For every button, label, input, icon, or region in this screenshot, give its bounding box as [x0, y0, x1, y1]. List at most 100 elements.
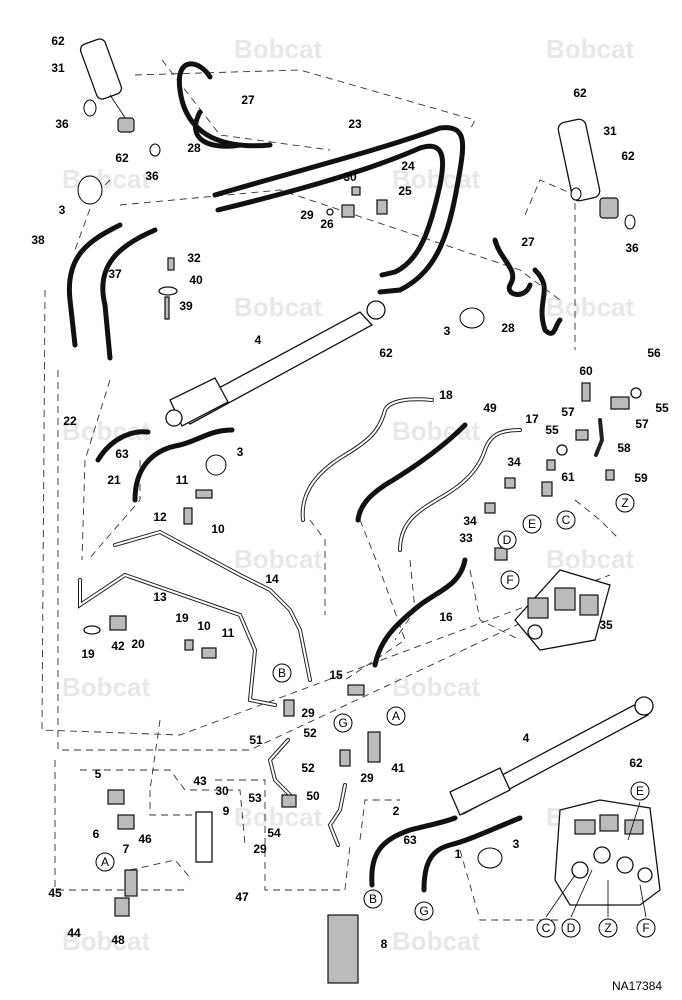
tube-58: [594, 418, 605, 457]
part-callout: 2: [393, 804, 400, 818]
port-marker-label: B: [278, 666, 286, 680]
fitting-6: [117, 814, 135, 830]
part-callout: 57: [635, 417, 649, 431]
fitting-30: [351, 186, 361, 196]
fitting-59: [605, 469, 615, 481]
control-valve-35: [514, 569, 611, 651]
fitting-33: [494, 547, 508, 561]
fitting-60: [581, 382, 591, 402]
part-callout: 55: [545, 423, 559, 437]
part-callout: 36: [625, 241, 639, 255]
tee-15: [347, 684, 365, 696]
part-callout: 28: [187, 141, 201, 155]
port-marker-circle: [95, 852, 115, 872]
part-callout: 33: [459, 531, 473, 545]
washer-55: [556, 444, 568, 456]
part-callout: 4: [255, 333, 262, 347]
part-callout: 30: [343, 170, 357, 184]
port-marker: B: [363, 889, 383, 909]
fitting-61: [546, 459, 556, 471]
part-callout: 53: [248, 791, 262, 805]
port-marker-label: E: [636, 784, 644, 798]
o-ring-36: [83, 99, 97, 117]
part-callout: 20: [131, 637, 145, 651]
part-callout: 46: [138, 832, 152, 846]
port-marker: Z: [615, 493, 635, 513]
port-marker-circle: [272, 663, 292, 683]
hose-27-upper: [176, 61, 273, 149]
part-callout: 56: [647, 346, 661, 360]
fittings: [77, 99, 642, 984]
part-callout: 61: [561, 470, 575, 484]
o-ring-29: [326, 208, 334, 216]
part-callout: 1: [455, 847, 462, 861]
port-marker-label: Z: [621, 496, 628, 510]
hose-37: [66, 222, 123, 348]
part-callout: 11: [222, 626, 235, 640]
part-callout: 27: [521, 235, 535, 249]
lift-cylinder-31-right: [557, 118, 619, 219]
port-marker: D: [561, 918, 581, 938]
port-marker-circle: [363, 889, 383, 909]
port-marker-circle: [561, 918, 581, 938]
part-callout: 11: [176, 473, 189, 487]
part-callout: 57: [561, 405, 575, 419]
part-callout: 51: [249, 733, 263, 747]
tilt-cylinder-4-lower: [449, 696, 654, 816]
part-callout: 19: [175, 611, 189, 625]
o-ring-36: [570, 187, 582, 201]
fitting-10: [184, 639, 194, 651]
part-callout: 28: [501, 321, 515, 335]
hose-23: [212, 125, 466, 295]
port-marker-circle: [615, 493, 635, 513]
port-marker-circle: [497, 530, 517, 550]
o-ring-36: [149, 143, 161, 157]
part-callout: 62: [573, 86, 587, 100]
part-callout: 10: [197, 619, 211, 633]
port-marker: E: [630, 781, 650, 801]
o-ring-36: [624, 214, 636, 230]
cylinders: [79, 38, 654, 816]
part-callout: 15: [329, 668, 343, 682]
port-marker-label: G: [419, 904, 428, 918]
fitting-34: [484, 502, 496, 514]
watermark: Bobcat: [392, 926, 480, 956]
watermark: Bobcat: [392, 416, 480, 446]
part-callout: 63: [403, 833, 417, 847]
bracket-9: [195, 811, 213, 863]
hose-clamp-3: [459, 307, 485, 329]
part-callout: 36: [55, 117, 69, 131]
fitting-29: [283, 699, 295, 717]
part-callout: 49: [483, 401, 497, 415]
fitting-34: [504, 477, 516, 489]
part-callout: 52: [303, 726, 317, 740]
tee-11: [195, 489, 213, 499]
washer-55: [630, 387, 642, 399]
port-marker-circle: [556, 510, 576, 530]
steel-tubes: [78, 397, 605, 847]
part-callout: 23: [348, 117, 362, 131]
watermark: Bobcat: [62, 672, 150, 702]
watermark: Bobcat: [546, 34, 634, 64]
part-callout: 31: [51, 61, 65, 75]
port-marker: E: [522, 514, 542, 534]
part-callout: 55: [655, 401, 669, 415]
part-callout: 60: [579, 364, 593, 378]
dashed-routing-lines: [41, 59, 621, 921]
port-marker-label: A: [101, 855, 109, 869]
part-callout: 16: [439, 610, 453, 624]
valve-detail-view: [545, 799, 661, 918]
part-callout: 3: [237, 445, 244, 459]
part-callout: 21: [107, 473, 121, 487]
watermark: Bobcat: [546, 292, 634, 322]
part-callout: 27: [241, 93, 255, 107]
tilt-cylinder-4-upper: [165, 300, 386, 427]
hose-22: [95, 429, 151, 463]
part-callout: 30: [215, 784, 229, 798]
part-callout: 32: [187, 251, 201, 265]
part-callout: 24: [401, 159, 415, 173]
bracket-41: [367, 731, 381, 763]
watermark: Bobcat: [62, 926, 150, 956]
